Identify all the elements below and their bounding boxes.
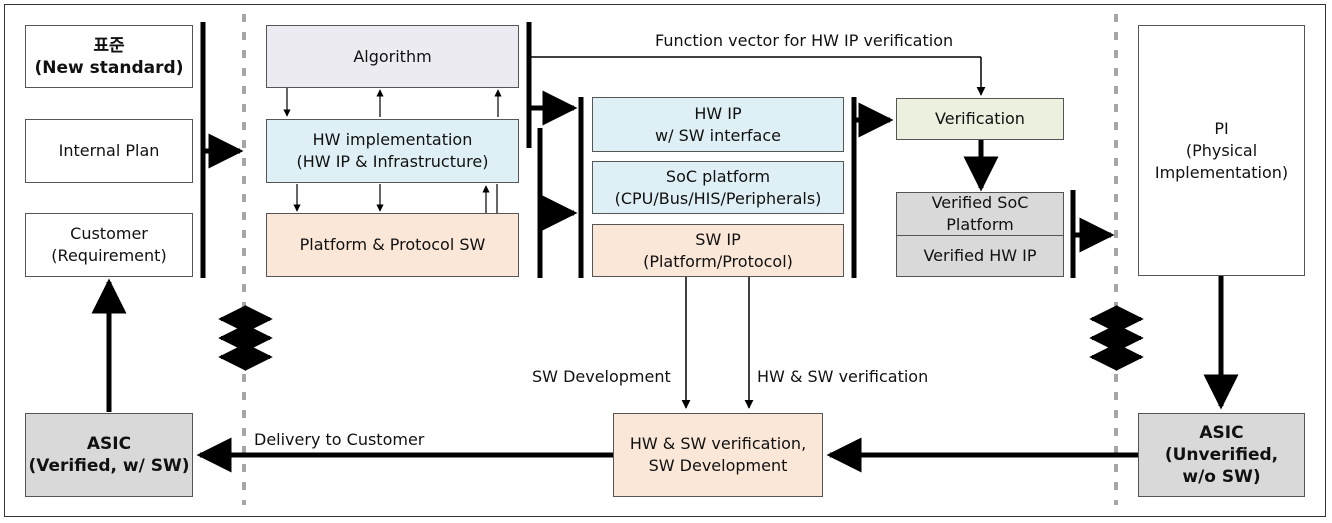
asic-verified-box: ASIC (Verified, w/ SW) <box>25 413 193 497</box>
internal-plan-box: Internal Plan <box>25 119 193 183</box>
hw-implementation-line1: HW implementation <box>312 130 473 149</box>
new-standard-box: 표준 (New standard) <box>25 25 193 88</box>
platform-protocol-sw-box: Platform & Protocol SW <box>266 213 519 277</box>
hw-ip-line1: HW IP <box>694 103 742 123</box>
verified-soc-box: Verified SoC Platform <box>896 192 1064 236</box>
hw-ip-box: HW IP w/ SW interface <box>592 97 844 152</box>
hw-sw-verification-line1: HW & SW verification, <box>629 434 807 453</box>
asic-verified-line2: (Verified, w/ SW) <box>28 456 190 476</box>
pi-line3: Implementation) <box>1154 162 1289 182</box>
sw-development-label: SW Development <box>532 367 671 386</box>
asic-verified-line1: ASIC <box>86 434 132 454</box>
asic-unverified-box: ASIC (Unverified, w/o SW) <box>1138 413 1305 497</box>
soc-platform-line1: SoC platform <box>665 166 771 186</box>
platform-protocol-sw-label: Platform & Protocol SW <box>299 235 486 254</box>
new-standard-line1: 표준 <box>93 35 125 56</box>
new-standard-line2: (New standard) <box>34 57 184 78</box>
soc-platform-line2: (CPU/Bus/HIS/Peripherals) <box>614 188 822 208</box>
internal-plan-label: Internal Plan <box>58 141 160 160</box>
hw-sw-verification-line2: SW Development <box>648 456 788 475</box>
verified-hw-ip-box: Verified HW IP <box>896 235 1064 277</box>
customer-box: Customer (Requirement) <box>25 213 193 277</box>
hw-implementation-box: HW implementation (HW IP & Infrastructur… <box>266 119 519 183</box>
sw-ip-box: SW IP (Platform/Protocol) <box>592 224 844 277</box>
asic-unverified-line2: (Unverified, <box>1164 445 1279 465</box>
pi-line2: (Physical <box>1185 140 1258 160</box>
hw-sw-verification-box: HW & SW verification, SW Development <box>613 413 823 497</box>
hw-ip-line2: w/ SW interface <box>655 125 781 145</box>
asic-unverified-line1: ASIC <box>1199 423 1244 443</box>
customer-line2: (Requirement) <box>51 246 167 265</box>
delivery-label: Delivery to Customer <box>254 430 425 449</box>
hw-sw-verification-label: HW & SW verification <box>757 367 929 386</box>
asic-unverified-line3: w/o SW) <box>1182 467 1261 487</box>
pi-line1: PI <box>1214 118 1229 138</box>
verification-box: Verification <box>896 98 1064 140</box>
function-vector-label: Function vector for HW IP verification <box>655 31 954 50</box>
diagram-frame <box>4 4 1326 517</box>
soc-platform-box: SoC platform (CPU/Bus/HIS/Peripherals) <box>592 161 844 214</box>
sw-ip-line1: SW IP <box>695 229 741 249</box>
verification-label: Verification <box>935 109 1025 128</box>
algorithm-box: Algorithm <box>266 25 519 88</box>
customer-line1: Customer <box>70 224 148 243</box>
algorithm-label: Algorithm <box>353 46 432 66</box>
sw-ip-line2: (Platform/Protocol) <box>643 251 793 271</box>
verified-soc-line1: Verified SoC <box>931 193 1029 212</box>
verified-soc-line2: Platform <box>946 215 1014 234</box>
hw-implementation-line2: (HW IP & Infrastructure) <box>296 152 489 171</box>
pi-box: PI (Physical Implementation) <box>1138 25 1305 276</box>
verified-hw-ip-label: Verified HW IP <box>923 246 1037 265</box>
